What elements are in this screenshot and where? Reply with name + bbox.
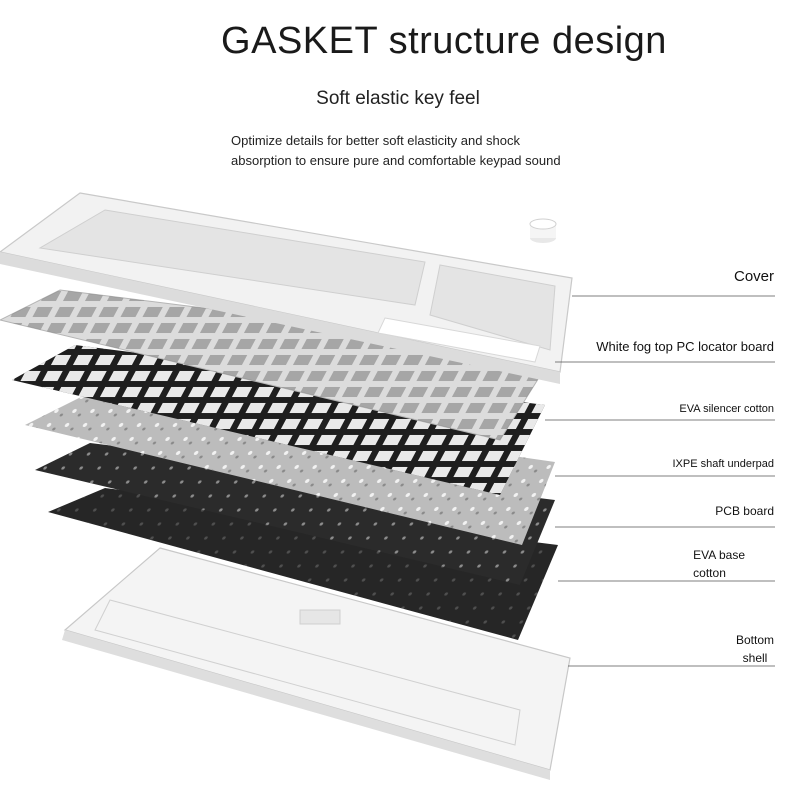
page-title: GASKET structure design — [221, 20, 667, 62]
label-eva-base: EVA base cotton — [693, 548, 745, 580]
eva-silencer-cotton-layer — [12, 345, 545, 495]
ixpe-shaft-underpad-layer — [25, 395, 555, 545]
bottom-shell-layer — [62, 547, 571, 780]
eva-base-cotton-layer — [48, 488, 558, 640]
knob-icon — [529, 218, 557, 243]
pcb-board-layer — [35, 443, 555, 585]
label-eva-silencer: EVA silencer cotton — [679, 403, 774, 415]
label-locator-board: White fog top PC locator board — [596, 339, 774, 354]
description-text: Optimize details for better soft elastic… — [231, 133, 561, 168]
label-cover: Cover — [733, 268, 774, 285]
label-bottom-shell: Bottom shell — [735, 633, 774, 665]
page-subtitle: Soft elastic key feel — [316, 88, 480, 109]
label-ixpe-underpad: IXPE shaft underpad — [672, 458, 774, 470]
label-pcb-board: PCB board — [715, 504, 774, 518]
cover-layer — [0, 192, 573, 384]
leader-lines — [545, 295, 775, 667]
